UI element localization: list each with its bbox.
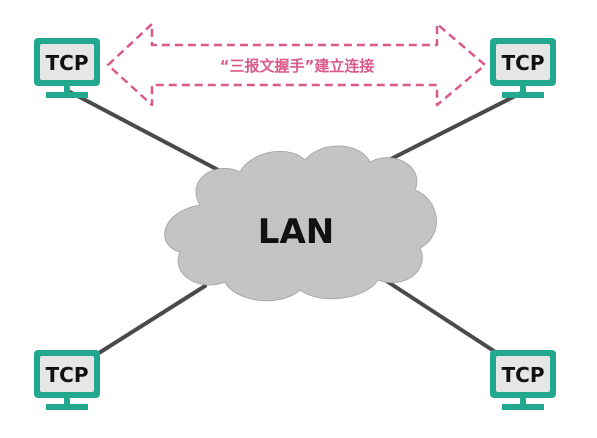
cable-top-right [383,90,525,164]
monitor-neck [64,86,70,92]
lan-label: LAN [258,212,334,252]
monitor-screen [40,356,94,392]
monitor-base [502,404,544,410]
computer-top-left: TCP [34,38,100,98]
tcp-label: TCP [46,51,89,75]
computer-bottom-left: TCP [34,350,100,410]
monitor-screen [496,44,550,80]
monitor-screen [496,356,550,392]
cloud-shape [164,145,437,302]
computer-bottom-right: TCP [490,350,556,410]
tcp-label: TCP [46,363,89,387]
monitor-base [46,92,88,98]
handshake-arrow: “三报文握手”建立连接 [106,22,487,107]
lan-cloud: LAN [164,145,437,302]
cable-top-left [68,90,224,174]
monitor-neck [520,398,526,404]
computer-top-right: TCP [490,38,556,98]
handshake-label: “三报文握手”建立连接 [220,57,375,75]
monitor-base [502,92,544,98]
monitor-neck [520,86,526,92]
monitor-neck [64,398,70,404]
monitor-base [46,404,88,410]
handshake-arrow-shape [106,22,487,107]
monitor-screen [40,44,94,80]
tcp-label: TCP [502,51,545,75]
tcp-label: TCP [502,363,545,387]
